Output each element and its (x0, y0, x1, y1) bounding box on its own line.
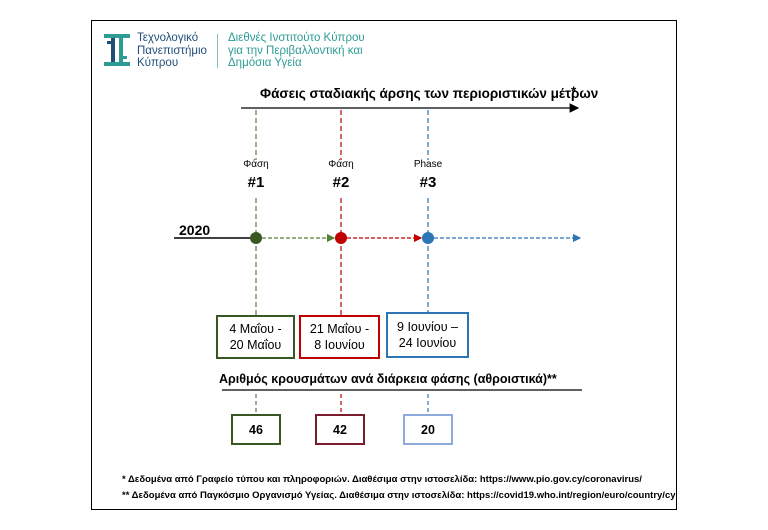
phase1-dot (250, 232, 262, 244)
phase1-cases-box: 46 (231, 414, 281, 445)
footnote-2: ** Δεδομένα από Παγκόσμιο Οργανισμό Υγεί… (122, 490, 676, 501)
phase3-dates-box: 9 Ιουνίου – 24 Ιουνίου (386, 312, 469, 358)
university-name: Τεχνολογικό Πανεπιστήμιο Κύπρου (137, 32, 207, 69)
phase1-number: #1 (247, 174, 265, 191)
diagram-title: Φάσεις σταδιακής άρσης των περιοριστικών… (260, 86, 599, 101)
slide-frame (91, 20, 677, 510)
footnote-1: * Δεδομένα από Γραφείο τύπου και πληροφο… (122, 474, 642, 485)
phase2-number: #2 (332, 174, 350, 191)
timeline-year: 2020 (179, 222, 211, 238)
phase3-number: #3 (419, 174, 437, 191)
logo-divider (217, 34, 218, 68)
phase3-cases-box: 20 (403, 414, 453, 445)
phase1-word: Φάση (243, 159, 269, 170)
phase2-dates-box: 21 Μαΐου - 8 Ιουνίου (299, 315, 380, 359)
cases-title: Αριθμός κρουσμάτων ανά διάρκεια φάσης (α… (219, 372, 557, 386)
title-footnote-marker: * (571, 84, 577, 99)
phase3-word: Phase (413, 159, 443, 170)
institute-name: Διεθνές Ινστιτούτο Κύπρου για την Περιβα… (228, 32, 365, 69)
phase2-dot (335, 232, 347, 244)
phase2-cases-box: 42 (315, 414, 365, 445)
phase3-dot (422, 232, 434, 244)
phase1-dates-box: 4 Μαΐου - 20 Μαΐου (216, 315, 295, 359)
phase2-word: Φάση (328, 159, 354, 170)
university-logo-icon (104, 34, 130, 66)
